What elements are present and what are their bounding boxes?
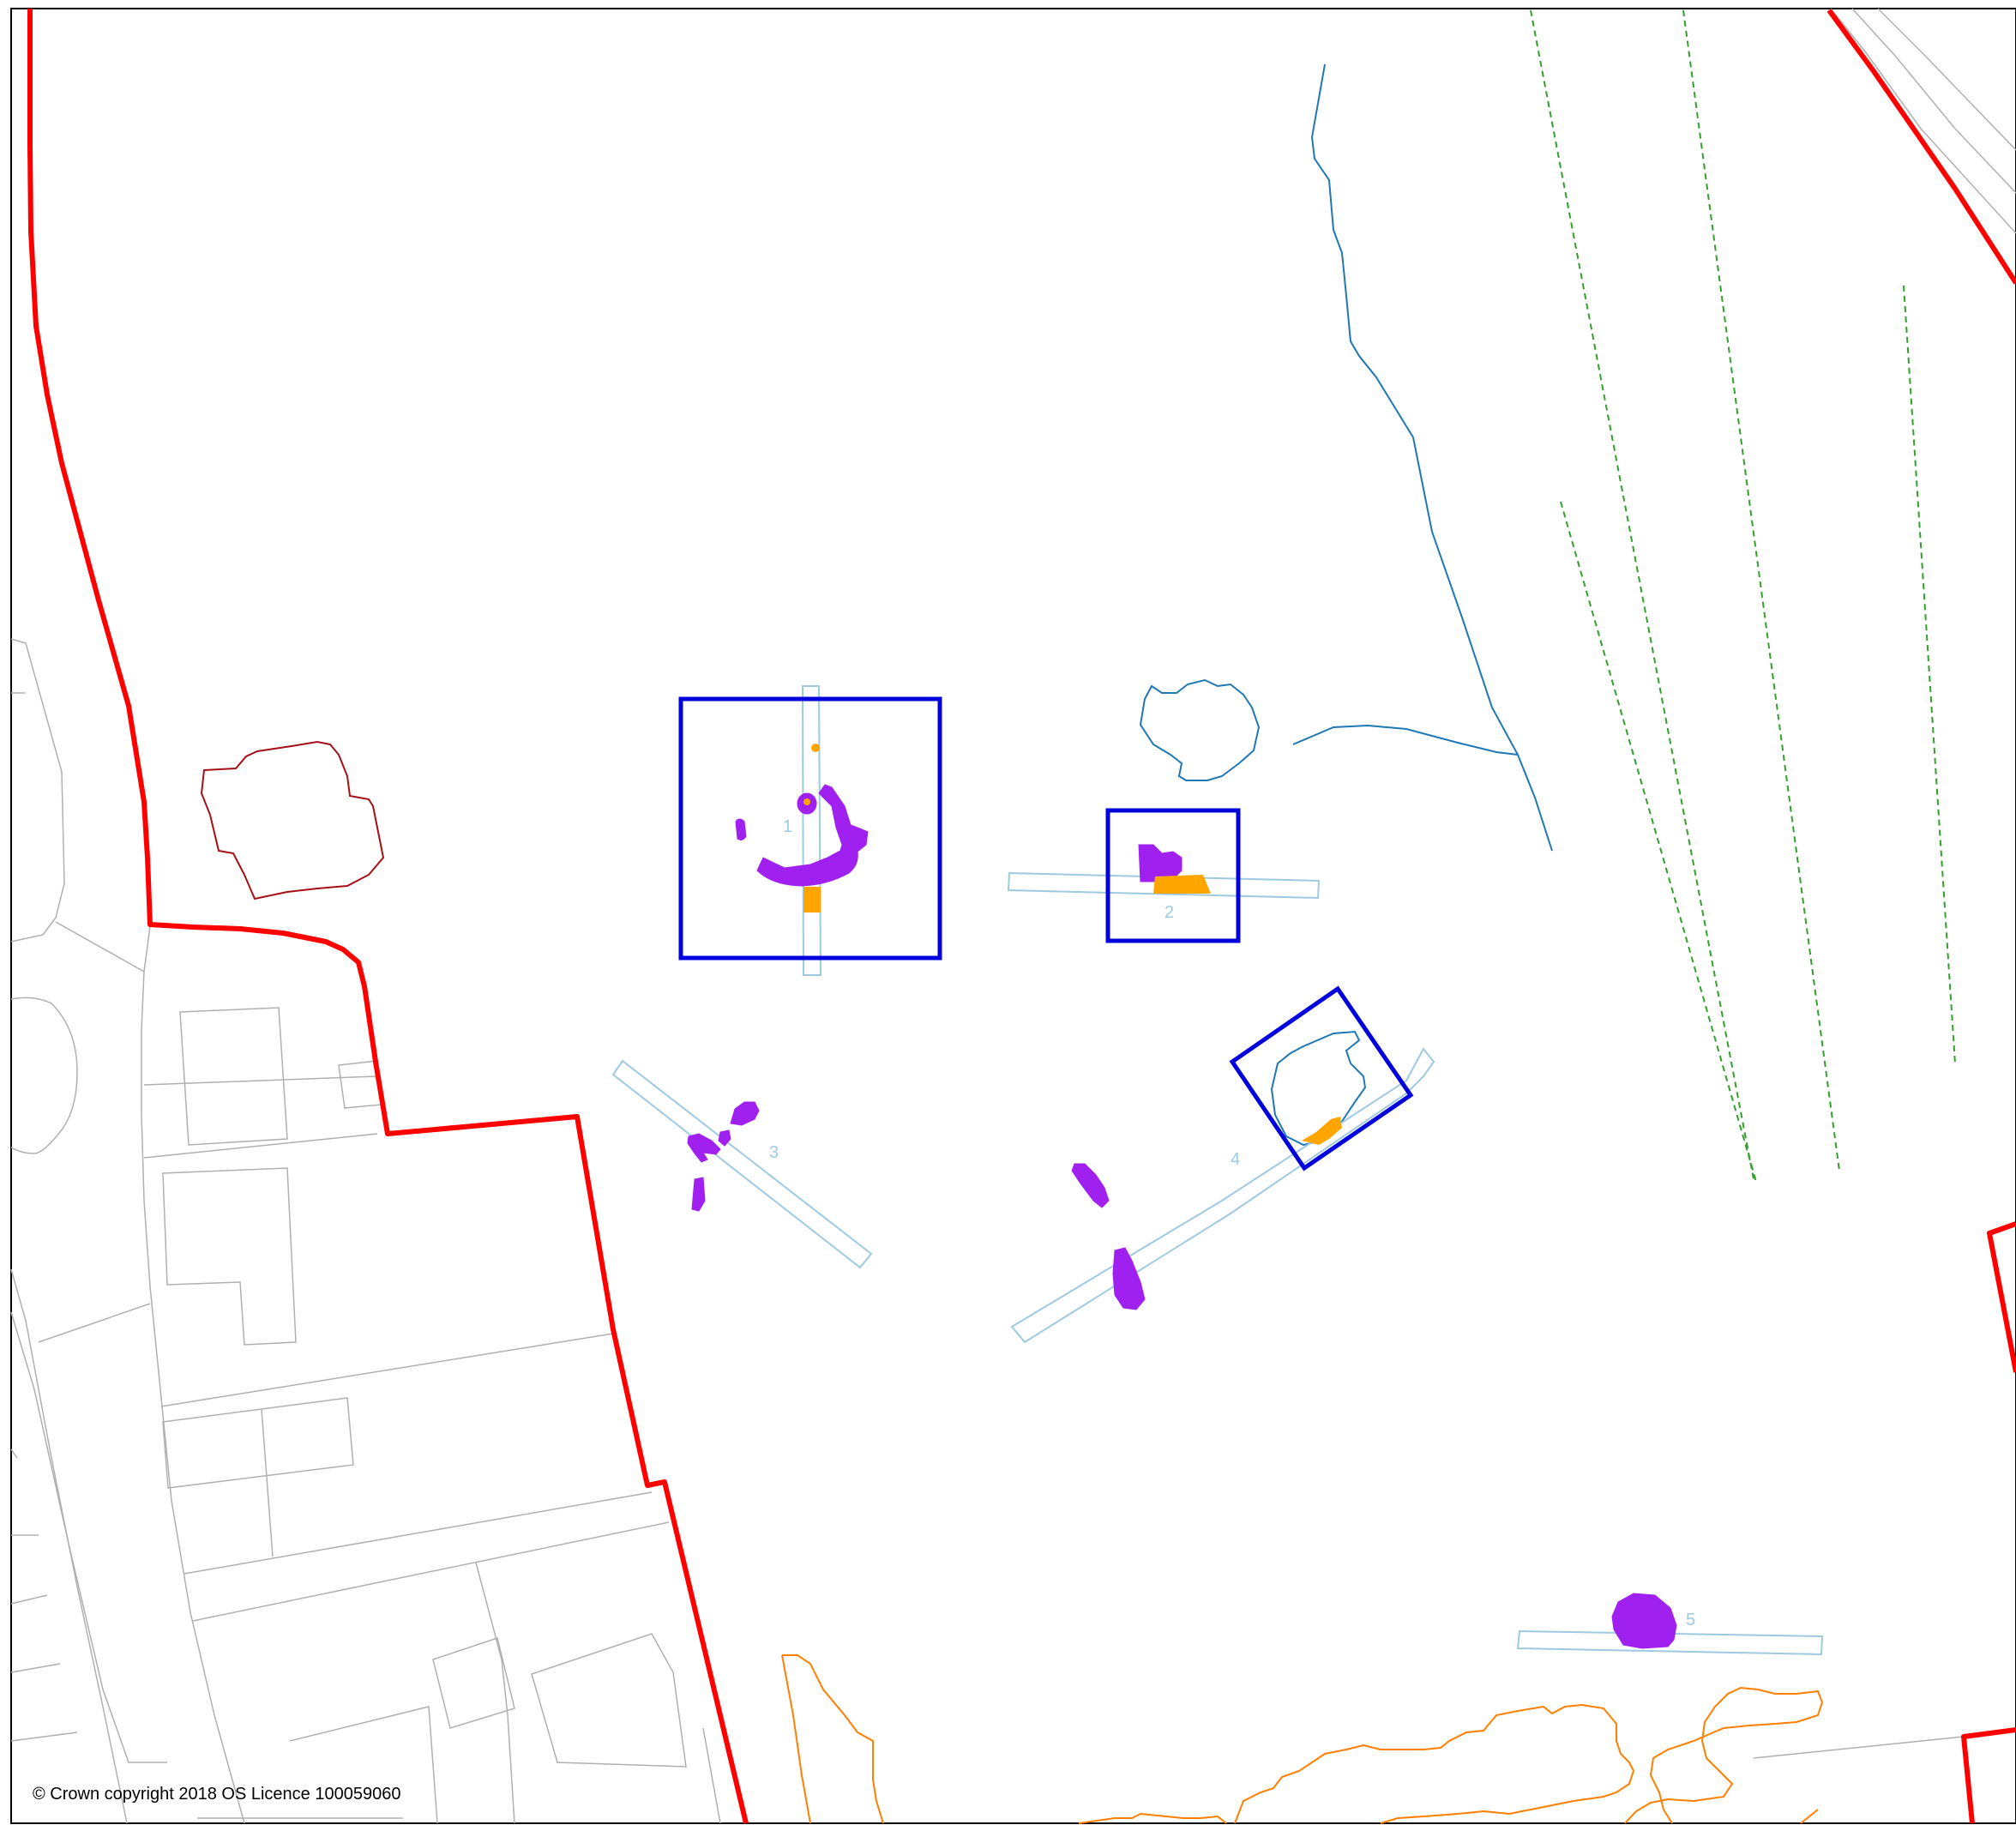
feature-ring-ditch-trench-1 [756,784,869,887]
excavation-area-1 [678,696,942,961]
trench-1-outline [801,685,822,976]
pond-outline-trench-4 [1270,1030,1367,1147]
cropmark-line-3 [1560,501,1757,1183]
cropmark-lines [1530,9,1956,1183]
contour-line-west [782,1654,884,1824]
trench-label-1: 1 [783,817,792,836]
building-3 [162,1167,297,1346]
plot-line-d [160,1333,614,1407]
trench-outlines [611,685,1824,1656]
building-8 [289,1706,438,1824]
plot-line-c [143,1075,378,1159]
contour-line-main [1234,1703,1635,1824]
site-boundary [27,9,2016,1824]
feature-pit-trench-3-a [730,1101,760,1126]
railway-line-3 [1877,8,2016,151]
trench-4-outline [1010,1047,1435,1344]
watercourse [1139,63,1553,1147]
road-edge-east [141,925,245,1824]
road-edge-west [10,638,65,943]
features-primary [687,784,1677,1649]
map-frame-border [10,8,2016,1824]
feature-posthole-center-trench-1 [803,798,810,805]
contour-line-west-2 [781,1654,811,1824]
field-boundary-se [1753,1736,1965,1759]
excavation-area-3 [1229,985,1414,1171]
site-boundary-se [1961,1727,2016,1824]
os-base-mapping [10,8,2016,1824]
plot-line-e [184,1491,653,1575]
trench-label-4: 4 [1231,1150,1240,1169]
feature-deposit-trench-2 [1153,875,1211,894]
building-7 [531,1633,687,1768]
site-boundary-east [1987,1221,2016,1373]
railway-line-1 [1830,8,2016,234]
feature-pit-trench-4-b [1112,1247,1146,1310]
trench-3-outline [611,1059,873,1269]
excavation-areas [678,696,1414,1171]
feature-posthole-trench-1 [735,818,747,840]
cropmark-line-4 [1903,285,1956,1064]
trench-label-3: 3 [769,1143,779,1162]
plot-line-g [475,1562,515,1824]
excavation-area-2 [1105,808,1241,943]
feature-pit-trench-5 [1611,1593,1677,1649]
copyright-notice: © Crown copyright 2018 OS Licence 100059… [33,1785,400,1804]
contour-line-east [1624,1686,1824,1824]
plot-line-f [192,1521,670,1622]
plot-line-b [38,1303,151,1343]
railway-line-2 [1851,8,2016,194]
plot-line-a [10,1449,78,1742]
contour-lines [781,1654,1824,1824]
stream-main [1310,63,1553,852]
pond-outline [1139,678,1261,781]
cropmark-line-2 [1682,9,1840,1171]
feature-deposit-trench-1 [803,887,821,912]
building-4 [162,1397,354,1489]
enclosure-outline [200,740,385,900]
feature-pit-trench-3-c [718,1129,731,1147]
road-edge-link [55,921,145,973]
trench-label-2: 2 [1164,903,1174,922]
roundabout-island [10,997,78,1154]
trench-5-outline [1516,1629,1824,1656]
stream-branch [1292,724,1519,756]
building-1 [179,1007,288,1146]
trench-label-5: 5 [1686,1611,1695,1629]
feature-pit-trench-3-b [687,1133,721,1163]
site-boundary-ne [1826,9,2016,285]
feature-pit-trench-3-d [691,1177,706,1212]
feature-deposit-trench-4 [1302,1117,1342,1145]
cropmark-line-1 [1530,9,1754,1180]
contour-line-east-2 [1800,1809,1819,1824]
road-inner-line [10,1311,167,1763]
feature-pit-trench-2 [1138,844,1183,882]
site-boundary-west [27,9,749,1824]
contour-line-central [1078,1812,1227,1824]
trench-labels: 1 2 3 4 5 [769,817,1695,1629]
feature-posthole-north-trench-1 [811,744,820,752]
building-6 [432,1637,515,1729]
features-secondary [803,744,1342,1145]
trench-2-outline [1007,871,1321,900]
building-5-divider [261,1408,274,1557]
plot-line-h [702,1727,721,1824]
feature-pit-trench-4-a [1071,1163,1110,1208]
